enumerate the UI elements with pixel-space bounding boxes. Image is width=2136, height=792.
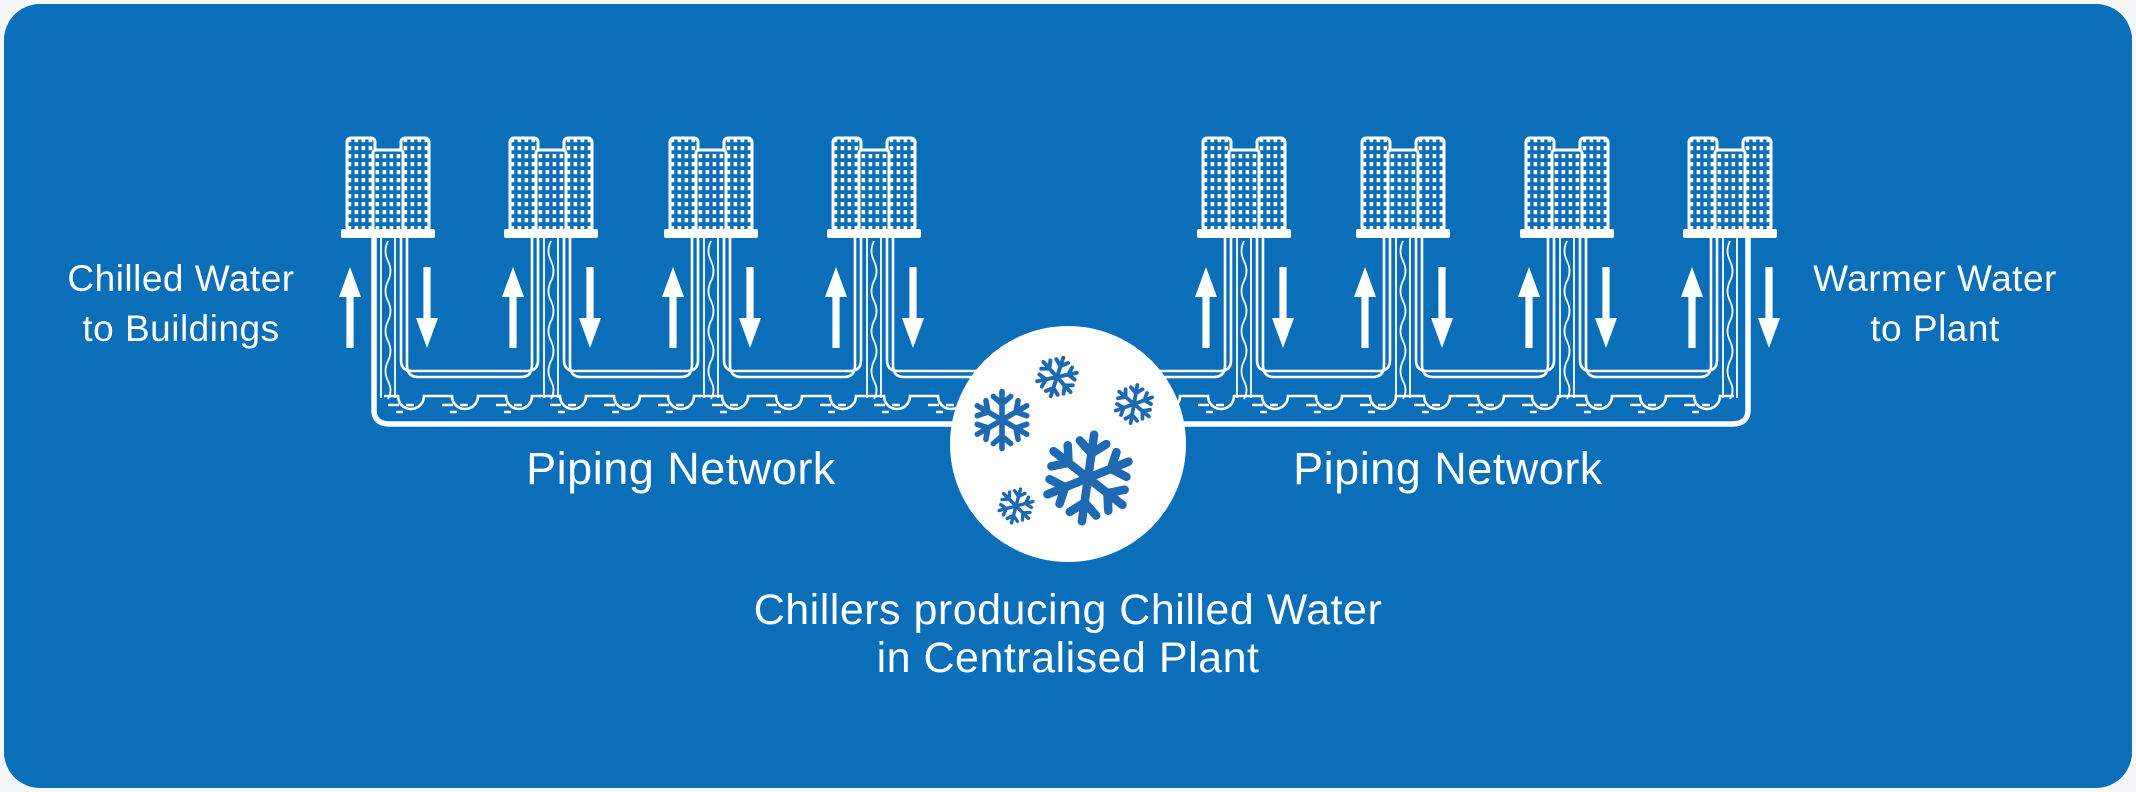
return-pipe-inner bbox=[728, 238, 857, 379]
return-pipe-inner bbox=[1420, 238, 1550, 379]
chilled-water-label-line1: Chilled Water bbox=[67, 258, 294, 299]
return-pipe-inner bbox=[568, 238, 694, 379]
warmer-water-label-line2: to Plant bbox=[1870, 308, 2000, 349]
chilled-water-label-line2: to Buildings bbox=[82, 308, 279, 349]
return-pipe-to-plant-outer bbox=[885, 238, 1030, 373]
return-pipes bbox=[399, 238, 1719, 379]
warmer-water-label-line1: Warmer Water bbox=[1813, 258, 2057, 299]
return-pipe-inner bbox=[405, 238, 534, 379]
return-pipe-outer bbox=[1578, 238, 1719, 373]
piping-network-label-right: Piping Network bbox=[1293, 443, 1603, 494]
return-pipe-outer bbox=[399, 238, 540, 373]
return-pipe-outer bbox=[562, 238, 700, 373]
return-pipe-to-plant-inner bbox=[891, 238, 1030, 379]
chillers-caption-line1: Chillers producing Chilled Water bbox=[754, 586, 1383, 634]
return-pipe-inner bbox=[1261, 238, 1386, 379]
supply-pipe-from-plant-outer bbox=[1090, 238, 1233, 373]
supply-pipe-from-plant-inner bbox=[1090, 238, 1227, 379]
chillers-caption-line2: in Centralised Plant bbox=[877, 634, 1260, 682]
return-pipe-outer bbox=[1414, 238, 1556, 373]
piping-network-label-left: Piping Network bbox=[526, 443, 836, 494]
return-pipe-outer bbox=[722, 238, 863, 373]
return-pipe-outer bbox=[1255, 238, 1392, 373]
return-pipe-inner bbox=[1584, 238, 1713, 379]
